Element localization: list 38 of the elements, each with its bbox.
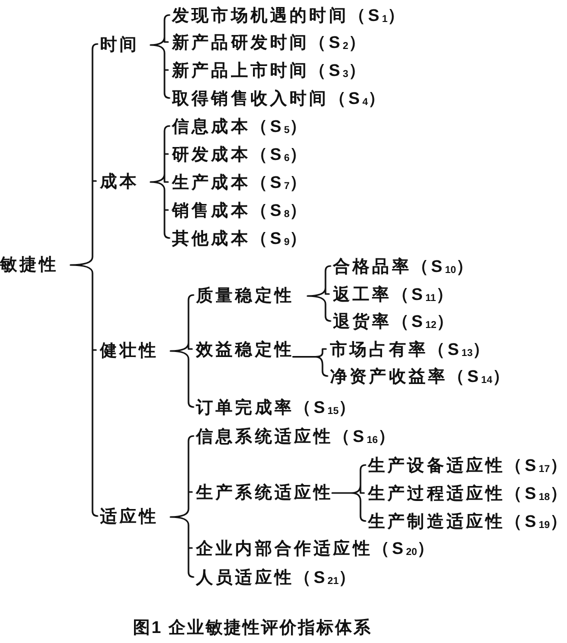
leaf-label: 返工率（S$_{11}$） [328,285,456,305]
leaf-label: 市场占有率（S$_{13}$） [325,340,492,360]
leaf-label: 退货率（S$_{12}$） [328,312,456,332]
leaf-label: 企业内部合作适应性（S$_{20}$） [191,539,437,559]
branch-label: 生产系统适应性 [191,483,334,503]
leaf-label: 生产成本（S$_{7}$） [167,173,310,193]
branch-label: 健壮性 [95,341,159,361]
leaf-label: 生产设备适应性（S$_{17}$） [363,456,567,476]
leaf-label: 生产制造适应性（S$_{19}$） [363,512,567,532]
curly-brace [150,125,170,239]
leaf-label: 新产品上市时间（S$_{3}$） [167,61,368,81]
leaf-label: 取得销售收入时间（S$_{4}$） [167,89,388,109]
leaf-label: 新产品研发时间（S$_{2}$） [167,33,368,53]
leaf-label: 订单完成率（S$_{15}$） [191,398,358,418]
leaf-label: 发现市场机遇的时间（S$_{1}$） [167,6,408,26]
leaf-label: 净资产收益率（S$_{14}$） [325,367,512,387]
leaf-label: 合格品率（S$_{10}$） [328,257,476,277]
leaf-label: 生产过程适应性（S$_{18}$） [363,484,567,504]
curly-brace [170,435,194,578]
leaf-label: 信息成本（S$_{5}$） [167,117,310,137]
leaf-label: 销售成本（S$_{8}$） [167,201,310,221]
curly-brace [292,348,328,377]
root-label: 敏捷性 [0,255,59,275]
curly-brace [70,43,98,517]
leaf-label: 信息系统适应性（S$_{16}$） [191,427,398,447]
leaf-label: 其他成本（S$_{9}$） [167,229,310,249]
curly-brace [306,265,332,322]
branch-label: 成本 [95,172,140,192]
curly-brace [150,14,170,99]
figure-caption: 图1 企业敏捷性评价指标体系 [133,618,372,638]
branch-label: 效益稳定性 [191,340,294,360]
branch-label: 时间 [95,35,140,55]
branch-label: 适应性 [95,507,159,527]
branch-label: 质量稳定性 [191,286,294,306]
leaf-label: 研发成本（S$_{6}$） [167,145,310,165]
leaf-label: 人员适应性（S$_{21}$） [191,568,358,588]
curly-brace [170,294,194,408]
curly-brace [331,464,366,522]
